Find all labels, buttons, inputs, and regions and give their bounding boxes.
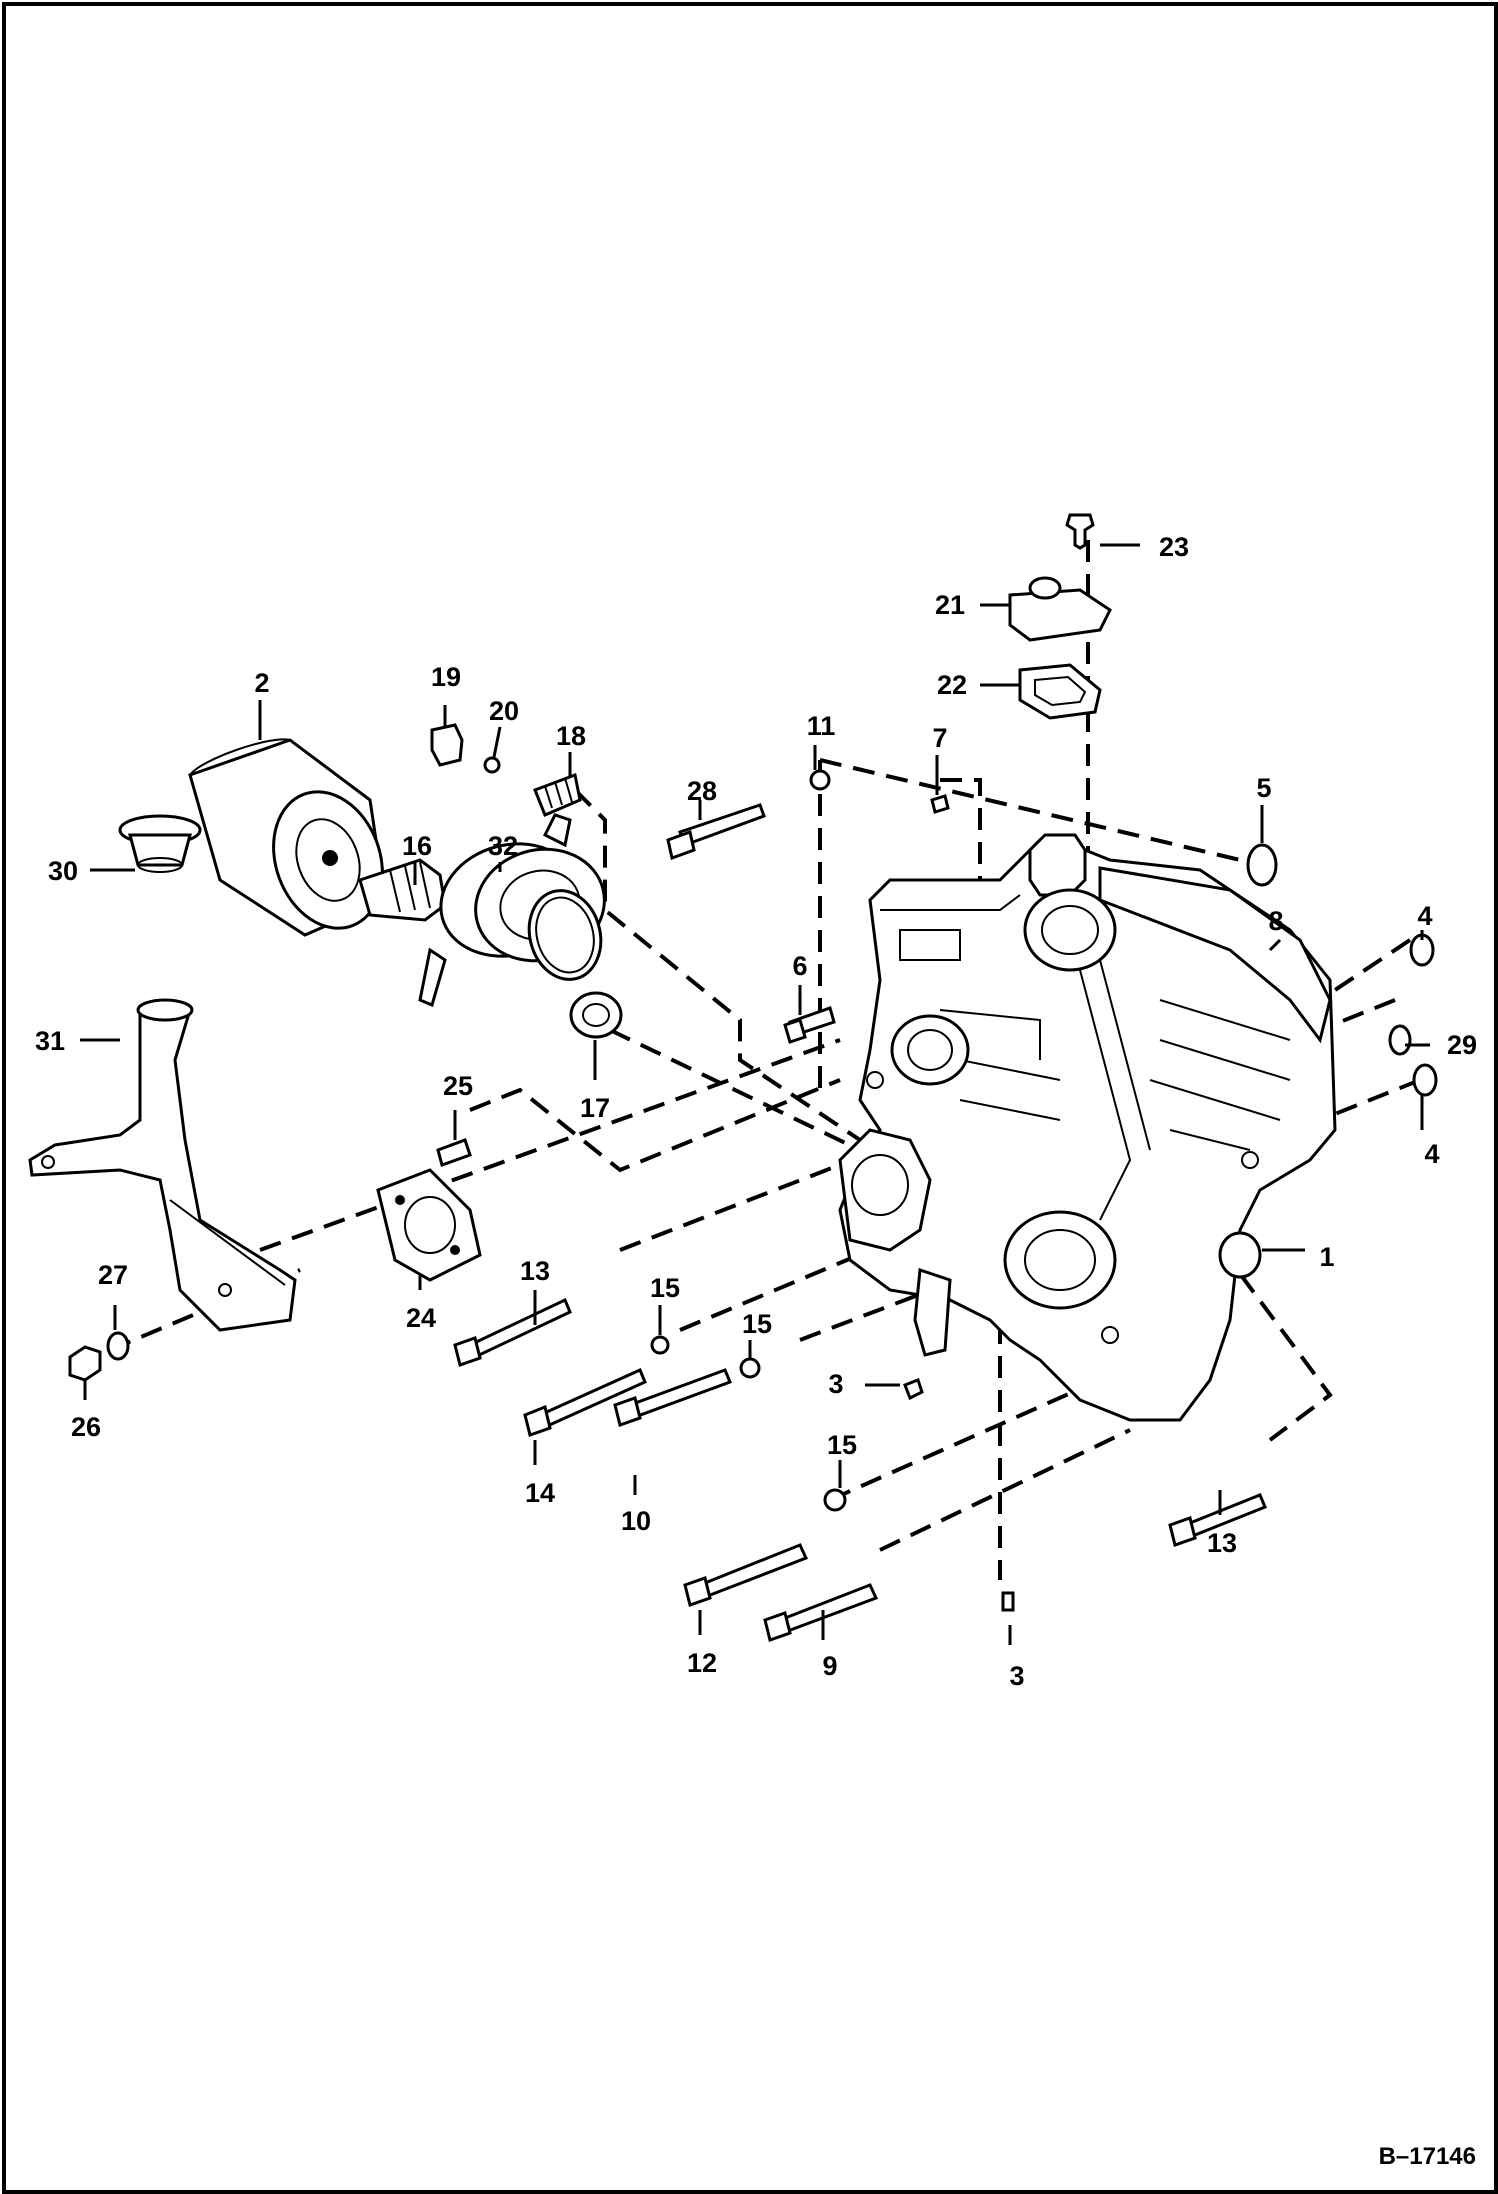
label-part-27: 27 [98, 1260, 128, 1290]
label-part-8: 8 [1268, 906, 1283, 936]
part-labels: 1 2 3 3 4 4 5 6 7 8 9 10 11 12 13 13 14 … [35, 532, 1477, 1691]
label-part-31: 31 [35, 1026, 65, 1056]
bolt-23 [1065, 513, 1095, 550]
ball-20 [483, 756, 501, 774]
assembly-line-25 [469, 1078, 841, 1173]
leader-lines [80, 543, 1430, 1645]
gasket-24 [376, 1168, 482, 1282]
label-part-3-upper: 3 [828, 1369, 843, 1399]
right-seals [1246, 843, 1438, 1097]
label-part-3-lower: 3 [1009, 1661, 1024, 1691]
oil-filter-2 [188, 738, 387, 937]
label-part-15-b: 15 [742, 1309, 772, 1339]
label-part-4-upper: 4 [1417, 901, 1432, 931]
plug-19 [430, 723, 464, 767]
assembly-line-24 [259, 1038, 841, 1252]
label-part-13-right: 13 [1207, 1528, 1237, 1558]
label-part-7: 7 [932, 723, 947, 753]
cooler-seals [527, 889, 623, 1039]
label-part-1: 1 [1319, 1242, 1334, 1272]
assembly-line-12 [829, 1378, 1101, 1502]
label-part-22: 22 [937, 670, 967, 700]
stud-25 [436, 1138, 472, 1167]
gear-case [838, 833, 1337, 1422]
label-part-2: 2 [254, 668, 269, 698]
cover-21-boss [1028, 576, 1062, 600]
assembly-line-18 [573, 788, 862, 1142]
oil-pipe-31 [28, 998, 297, 1332]
label-part-15-c: 15 [827, 1430, 857, 1460]
label-part-16: 16 [402, 831, 432, 861]
assembly-line-4a [1318, 938, 1412, 1002]
cover-21 [1008, 588, 1112, 642]
assembly-line-5 [819, 758, 1241, 862]
label-part-15-a: 15 [650, 1273, 680, 1303]
label-part-17: 17 [580, 1093, 610, 1123]
label-part-9: 9 [822, 1651, 837, 1681]
label-part-5: 5 [1256, 773, 1271, 803]
label-part-23: 23 [1159, 532, 1189, 562]
label-part-19: 19 [431, 662, 461, 692]
label-part-18: 18 [556, 721, 586, 751]
label-part-13-left: 13 [520, 1256, 550, 1286]
label-part-10: 10 [621, 1506, 651, 1536]
label-part-26: 26 [71, 1412, 101, 1442]
label-part-11: 11 [807, 711, 836, 741]
o-ring-4b [1412, 1063, 1438, 1097]
label-part-14: 14 [525, 1478, 555, 1508]
label-part-24: 24 [406, 1303, 436, 1333]
assembly-line-4b [1319, 1078, 1421, 1122]
label-part-32: 32 [488, 831, 518, 861]
label-part-21: 21 [935, 590, 965, 620]
gasket-22 [1018, 663, 1102, 720]
breather-cover-parts [1008, 513, 1112, 720]
o-ring-29 [1388, 1024, 1412, 1056]
label-part-20: 20 [489, 696, 519, 726]
fasteners-26-27 [68, 1331, 130, 1382]
label-part-25: 25 [443, 1071, 473, 1101]
spring-18 [533, 772, 582, 817]
oil-strainer-30 [118, 814, 202, 873]
relief-valve-parts [430, 723, 582, 817]
label-part-4-lower: 4 [1424, 1139, 1439, 1169]
bolts [453, 769, 1267, 1642]
label-part-29: 29 [1447, 1030, 1477, 1060]
o-ring-5 [1246, 843, 1278, 887]
drawing-code: B–17146 [1379, 2143, 1476, 2170]
assembly-line-9 [879, 1428, 1131, 1552]
assembly-line-29 [1319, 998, 1396, 1032]
label-part-28: 28 [687, 776, 717, 806]
label-part-12: 12 [687, 1648, 717, 1678]
collar-17 [569, 991, 623, 1039]
nut-26 [68, 1345, 102, 1382]
assembly-line-13b [1198, 1218, 1333, 1442]
washer-27 [106, 1331, 130, 1361]
label-part-6: 6 [792, 951, 807, 981]
label-part-30: 30 [48, 856, 78, 886]
assembly-line-17 [609, 1028, 861, 1152]
